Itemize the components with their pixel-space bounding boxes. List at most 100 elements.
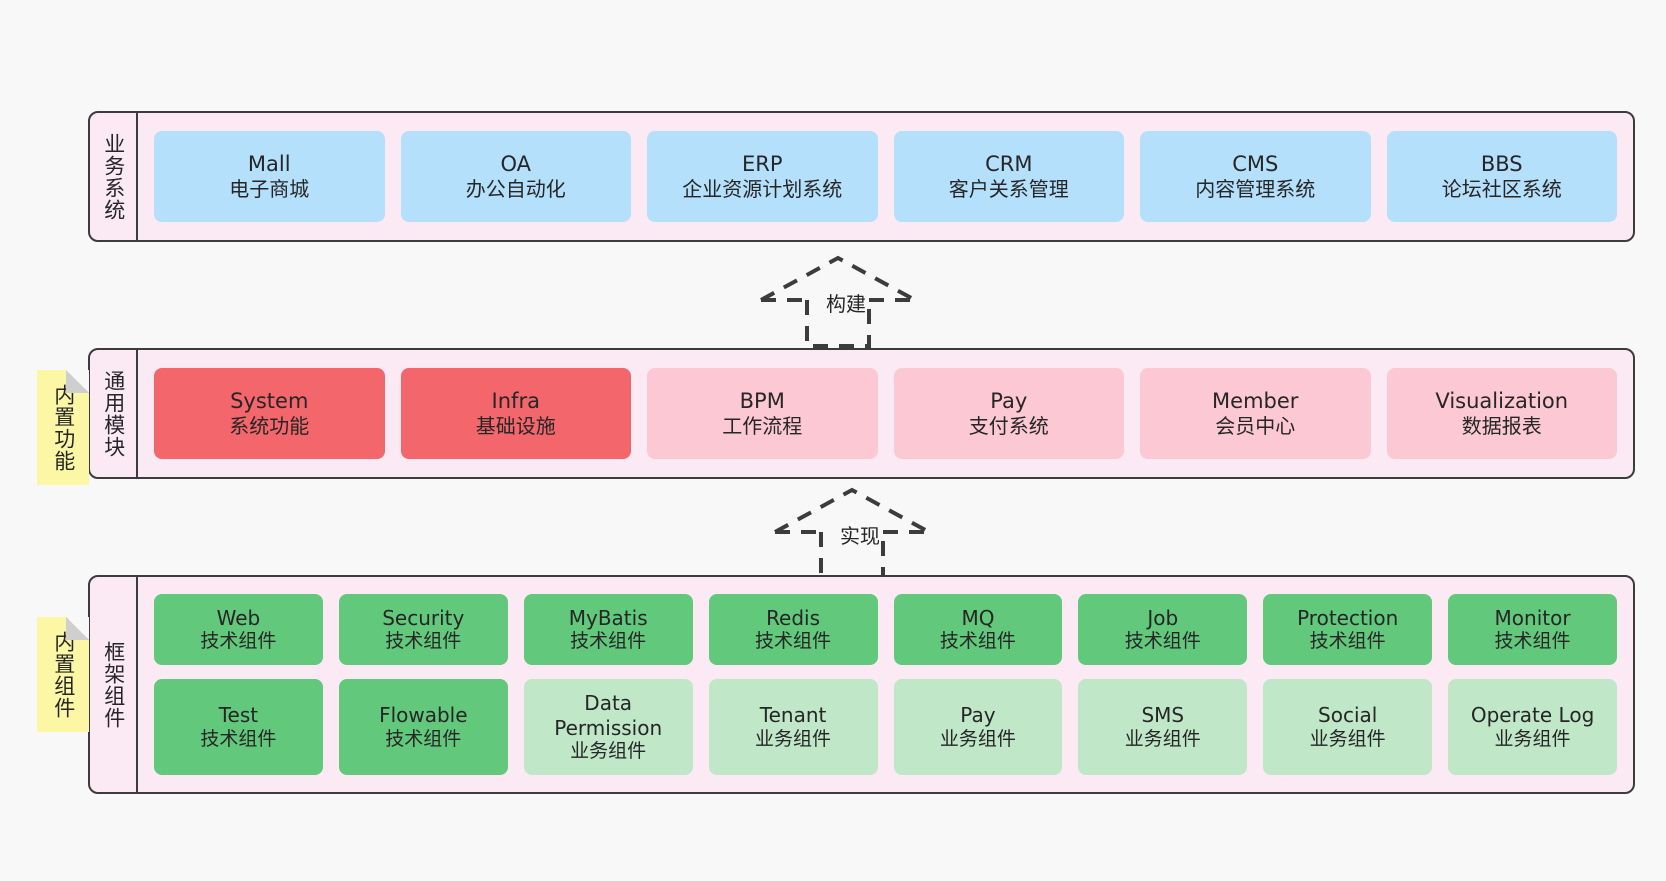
card-bpm[interactable]: BPM 工作流程 [647,368,878,459]
card-row-common: System 系统功能 Infra 基础设施 BPM 工作流程 Pay 支付系统… [154,368,1617,459]
card-subtitle: 论坛社区系统 [1441,177,1562,202]
band-label-framework-components: 框架组件 [101,640,126,729]
card-title: Protection [1297,605,1399,630]
card-mq[interactable]: MQ 技术组件 [893,594,1063,666]
band-label-business-systems: 业务系统 [101,132,126,221]
band-label-common-modules: 通用模块 [101,369,126,458]
card-subtitle: 企业资源计划系统 [682,177,843,202]
sticky-note-builtin-functions: 内置功能 [37,370,89,485]
card-title: Flowable [379,703,468,728]
card-subtitle: 基础设施 [475,414,556,439]
card-mall[interactable]: Mall 电子商城 [154,131,385,222]
card-subtitle: 办公自动化 [465,177,566,202]
band-body-framework-components: Web 技术组件 Security 技术组件 MyBatis 技术组件 Redi… [138,577,1633,792]
card-mybatis[interactable]: MyBatis 技术组件 [523,594,693,666]
card-subtitle: 技术组件 [570,630,647,653]
card-row-framework-tech: Web 技术组件 Security 技术组件 MyBatis 技术组件 Redi… [154,594,1617,666]
card-title: Member [1212,388,1299,413]
card-title: ERP [741,151,783,176]
card-title: Test [218,703,259,728]
card-subtitle: 业务组件 [755,727,832,750]
card-subtitle: 技术组件 [385,630,462,653]
card-subtitle: 工作流程 [722,414,803,439]
card-title: BPM [739,388,785,413]
card-pay[interactable]: Pay 支付系统 [893,368,1124,459]
card-title: Job [1147,605,1179,630]
card-subtitle: 技术组件 [385,727,462,750]
card-web[interactable]: Web 技术组件 [154,594,323,666]
card-title: Monitor [1494,605,1571,630]
card-security[interactable]: Security 技术组件 [338,594,508,666]
card-title: BBS [1480,151,1523,176]
card-bbs[interactable]: BBS 论坛社区系统 [1386,131,1617,222]
band-divider [136,113,138,240]
card-flowable[interactable]: Flowable 技术组件 [338,679,508,776]
band-business-systems: 业务系统 Mall 电子商城 OA 办公自动化 ERP 企业资源计划系统 CRM [88,111,1635,242]
card-subtitle: 技术组件 [1494,630,1571,653]
card-erp[interactable]: ERP 企业资源计划系统 [647,131,878,222]
card-member[interactable]: Member 会员中心 [1140,368,1371,459]
card-subtitle: 业务组件 [1124,727,1201,750]
card-title: Operate Log [1470,703,1595,728]
card-data-permission[interactable]: Data Permission 业务组件 [523,679,693,776]
band-body-common-modules: System 系统功能 Infra 基础设施 BPM 工作流程 Pay 支付系统… [138,350,1633,477]
band-framework-components: 框架组件 Web 技术组件 Security 技术组件 MyBatis 技术组件… [88,575,1635,794]
card-title: Pay [960,703,996,728]
card-subtitle: 电子商城 [229,177,310,202]
card-cms[interactable]: CMS 内容管理系统 [1140,131,1371,222]
card-title: Infra [491,388,540,413]
card-crm[interactable]: CRM 客户关系管理 [893,131,1124,222]
connector-realize: 实现 [767,484,937,582]
card-sms[interactable]: SMS 业务组件 [1078,679,1248,776]
card-subtitle: 技术组件 [939,630,1016,653]
card-subtitle: 系统功能 [229,414,310,439]
card-title: Tenant [759,703,827,728]
card-title: MQ [961,605,995,630]
card-subtitle: 技术组件 [200,630,277,653]
band-body-business-systems: Mall 电子商城 OA 办公自动化 ERP 企业资源计划系统 CRM 客户关系… [138,113,1633,240]
card-redis[interactable]: Redis 技术组件 [708,594,878,666]
sticky-note-builtin-components: 内置组件 [37,617,89,732]
card-row-framework-biz: Test 技术组件 Flowable 技术组件 Data Permission … [154,679,1617,776]
card-tenant[interactable]: Tenant 业务组件 [708,679,878,776]
card-title: MyBatis [568,605,648,630]
card-subtitle: 业务组件 [570,739,647,762]
card-visualization[interactable]: Visualization 数据报表 [1386,368,1617,459]
card-job[interactable]: Job 技术组件 [1078,594,1248,666]
card-title: System [230,388,309,413]
card-title: Pay [990,388,1028,413]
card-monitor[interactable]: Monitor 技术组件 [1448,594,1617,666]
card-title: CRM [985,151,1033,176]
card-title: SMS [1141,703,1185,728]
card-subtitle: 技术组件 [200,727,277,750]
card-operate-log[interactable]: Operate Log 业务组件 [1448,679,1617,776]
card-subtitle: 会员中心 [1215,414,1296,439]
card-subtitle: 技术组件 [1124,630,1201,653]
card-subtitle: 内容管理系统 [1195,177,1316,202]
card-title: CMS [1232,151,1279,176]
card-subtitle: 技术组件 [1309,630,1386,653]
card-title: Social [1318,703,1378,728]
card-subtitle: 客户关系管理 [948,177,1069,202]
card-subtitle: 业务组件 [1494,727,1571,750]
card-protection[interactable]: Protection 技术组件 [1263,594,1433,666]
card-infra[interactable]: Infra 基础设施 [400,368,631,459]
card-title: Mall [247,151,291,176]
band-divider [136,350,138,477]
card-title: Visualization [1435,388,1569,413]
card-title: Redis [766,605,821,630]
card-subtitle: 技术组件 [755,630,832,653]
card-subtitle: 业务组件 [939,727,1016,750]
card-test[interactable]: Test 技术组件 [154,679,323,776]
band-divider [136,577,138,792]
card-social[interactable]: Social 业务组件 [1263,679,1433,776]
band-common-modules: 通用模块 System 系统功能 Infra 基础设施 BPM 工作流程 Pay [88,348,1635,479]
card-system[interactable]: System 系统功能 [154,368,385,459]
card-oa[interactable]: OA 办公自动化 [400,131,631,222]
card-subtitle: 业务组件 [1309,727,1386,750]
card-subtitle: 支付系统 [968,414,1049,439]
card-pay-biz[interactable]: Pay 业务组件 [893,679,1063,776]
card-title: Security [382,605,465,630]
connector-build: 构建 [753,252,923,350]
card-subtitle: 数据报表 [1461,414,1542,439]
